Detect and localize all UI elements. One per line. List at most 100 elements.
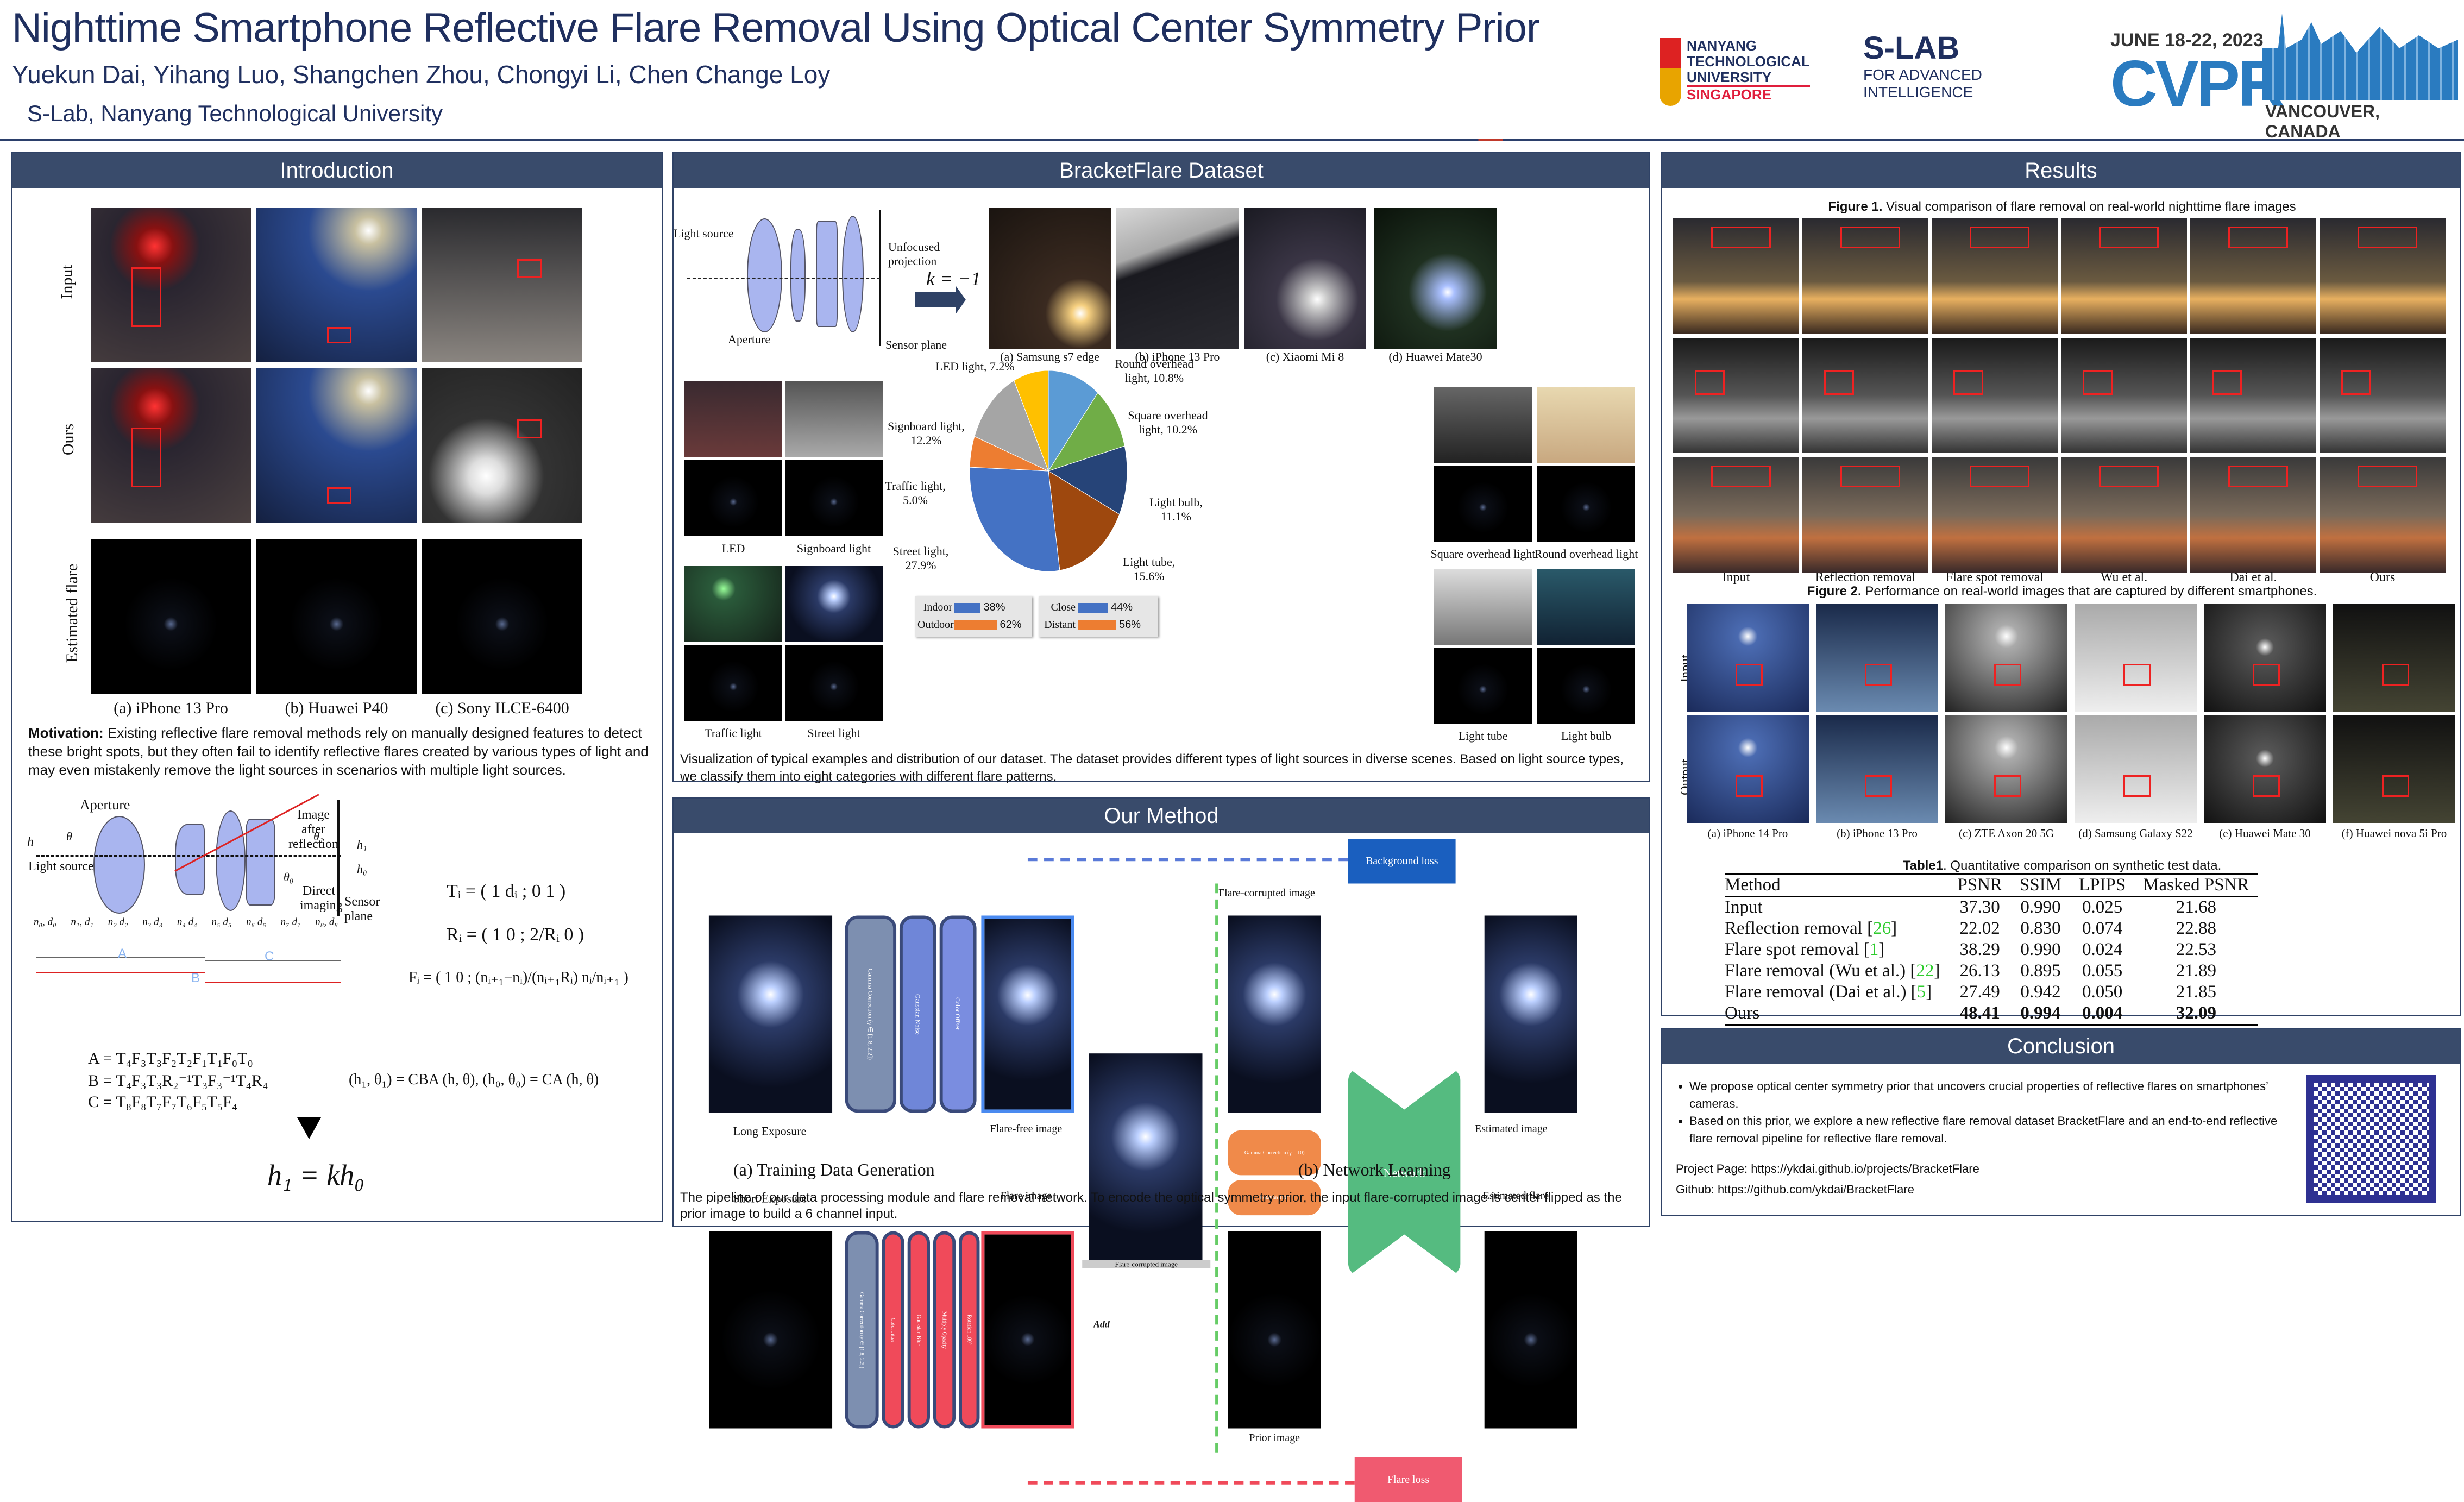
comparison-image	[1802, 338, 1928, 453]
motivation-body: Existing reflective flare removal method…	[28, 725, 649, 778]
thumb-caption: Light tube	[1458, 729, 1508, 743]
label-light-source: Light source	[28, 859, 94, 873]
bar-close	[1078, 603, 1108, 613]
header-divider	[0, 139, 2464, 141]
smartphone-result-image	[1945, 604, 2067, 712]
section-header: Conclusion	[1662, 1029, 2460, 1064]
figure1-label: Figure 1.	[1828, 199, 1883, 214]
thumb-caption: LED	[721, 542, 745, 555]
lpips-cell: 0.050	[2082, 982, 2123, 1002]
ssim-cell: 0.990	[2020, 940, 2061, 959]
comparison-image	[1673, 457, 1799, 573]
table-label: Table1	[1902, 858, 1943, 873]
project-page-link[interactable]: Project Page: https://ykdai.github.io/pr…	[1676, 1162, 1979, 1176]
method-cell: Flare removal (Dai et al.) [5]	[1725, 982, 1932, 1002]
thumb-square-overhead-flare	[1434, 466, 1532, 542]
lpips-cell: 0.004	[2082, 1003, 2123, 1023]
op-color-jitter: Color Jitter	[882, 1231, 904, 1429]
method-caption: The pipeline of our data processing modu…	[680, 1190, 1622, 1221]
photo-lamp-input	[256, 208, 417, 362]
comparison-image	[2190, 338, 2316, 453]
image-caption: (a) iPhone 13 Pro	[114, 699, 228, 717]
path-label-a: A	[118, 946, 127, 961]
segment-label: n₅ d₅	[211, 916, 232, 928]
smartphone-result-image	[2075, 604, 2197, 712]
thumb-square-overhead	[1434, 387, 1532, 463]
label-h0: h₀	[357, 862, 367, 876]
lens	[216, 810, 246, 911]
skyline-icon	[2262, 14, 2458, 100]
column-label: (a) iPhone 14 Pro	[1707, 827, 1788, 840]
thumb-round-overhead	[1537, 387, 1635, 463]
pie-data-label: Light bulb, 11.1%	[1149, 495, 1203, 523]
flare-image	[981, 1231, 1074, 1429]
lpips-cell: 0.024	[2082, 940, 2123, 959]
github-link[interactable]: Github: https://github.com/ykdai/Bracket…	[1676, 1183, 1914, 1196]
label-theta1: θ₁	[313, 829, 324, 843]
section-header: Our Method	[674, 799, 1649, 833]
pie-data-label: Street light, 27.9%	[892, 544, 949, 572]
bar-category-label: Indoor	[923, 601, 952, 613]
equation-reflection: Rᵢ = ( 1 0 ; 2/Rᵢ 0 )	[447, 925, 584, 945]
citation: 5	[1916, 982, 1926, 1002]
column-label: Reflection removal	[1815, 570, 1916, 585]
pie-data-label: Square overhead light, 10.2%	[1128, 409, 1208, 436]
motivation-label: Motivation:	[28, 725, 104, 741]
thumb-caption: Square overhead light	[1430, 547, 1536, 561]
bar-category-label: Distant	[1044, 619, 1076, 631]
figure1-text: Visual comparison of flare removal on re…	[1882, 199, 2296, 214]
citation: 26	[1873, 919, 1891, 938]
method-name: Reflection removal [	[1725, 919, 1874, 938]
method-name: Input	[1725, 897, 1763, 917]
bar-distant	[1078, 620, 1116, 630]
equation-transfer: Tᵢ = ( 1 dᵢ ; 0 1 )	[447, 881, 566, 901]
segment-label: n₆ d₆	[246, 916, 267, 928]
comparison-image	[2320, 338, 2446, 453]
lens-diagram: Light source Aperture Unfocused projecti…	[674, 197, 967, 354]
image-caption: (c) Sony ILCE-6400	[435, 699, 569, 717]
smartphone-result-image	[2204, 604, 2326, 712]
method-cell: Input	[1725, 896, 1948, 918]
smartphone-result-image	[1687, 715, 1809, 823]
label-long-exposure: Long Exposure	[733, 1124, 807, 1139]
figure2-caption: Figure 2. Performance on real-world imag…	[1662, 584, 2462, 599]
op-gaussian-noise: Gaussian Noise	[899, 915, 936, 1113]
photo-sony-ours	[422, 368, 582, 523]
comparison-image	[1802, 218, 1928, 334]
image-caption: (b) Huawei P40	[285, 699, 388, 717]
equation-b: B = T₄F₃T₃R₂⁻¹T₃F₃⁻¹T₄R₄	[88, 1072, 268, 1090]
subcaption-network: (b) Network Learning	[1298, 1160, 1451, 1179]
label-net-input: Flare-corrupted image	[1218, 888, 1315, 900]
thumb-street	[785, 566, 883, 642]
column-label: Ours	[2369, 570, 2396, 585]
comparison-image	[2061, 457, 2187, 573]
smartphone-result-image	[1945, 715, 2067, 823]
lens	[93, 816, 145, 914]
comparison-image	[2061, 218, 2187, 334]
mpsnr-cell: 32.09	[2176, 1003, 2216, 1023]
conclusion-bullet: Based on this prior, we explore a new re…	[1689, 1113, 2287, 1147]
thumb-round-overhead-flare	[1537, 466, 1635, 542]
thumb-caption: Street light	[807, 726, 860, 740]
row-label: Estimated flare	[63, 563, 81, 663]
poster-title: Nighttime Smartphone Reflective Flare Re…	[12, 5, 1540, 51]
op-gamma-10: Gamma Correction (γ = 10)	[1228, 1130, 1321, 1176]
label-flare-image: Flare image	[1000, 1191, 1052, 1203]
qr-code-icon	[2306, 1075, 2436, 1203]
op-gamma-correction: Gamma Correction (γ ∈ [1.8, 2.2])	[845, 915, 897, 1113]
ntu-crest-icon	[1660, 38, 1681, 106]
lens	[747, 218, 782, 332]
arrow-head	[956, 286, 966, 313]
equation-refraction: Fᵢ = ( 1 0 ; (nᵢ₊₁−nᵢ)/(nᵢ₊₁Rᵢ) nᵢ/nᵢ₊₁ …	[408, 969, 628, 986]
flare-estimate-2	[256, 539, 417, 694]
comparison-image	[1673, 338, 1799, 453]
authors: Yuekun Dai, Yihang Luo, Shangchen Zhou, …	[12, 60, 831, 89]
cvpr-logo: JUNE 18-22, 2023 CVPR VANCOUVER, CANADA	[2110, 8, 2458, 141]
photo-iphone13	[1116, 208, 1239, 349]
dataset-panel: BracketFlare Dataset Light source Apertu…	[672, 152, 1650, 784]
arrow-down-icon	[297, 1117, 321, 1139]
smartphone-result-image	[1816, 715, 1938, 823]
